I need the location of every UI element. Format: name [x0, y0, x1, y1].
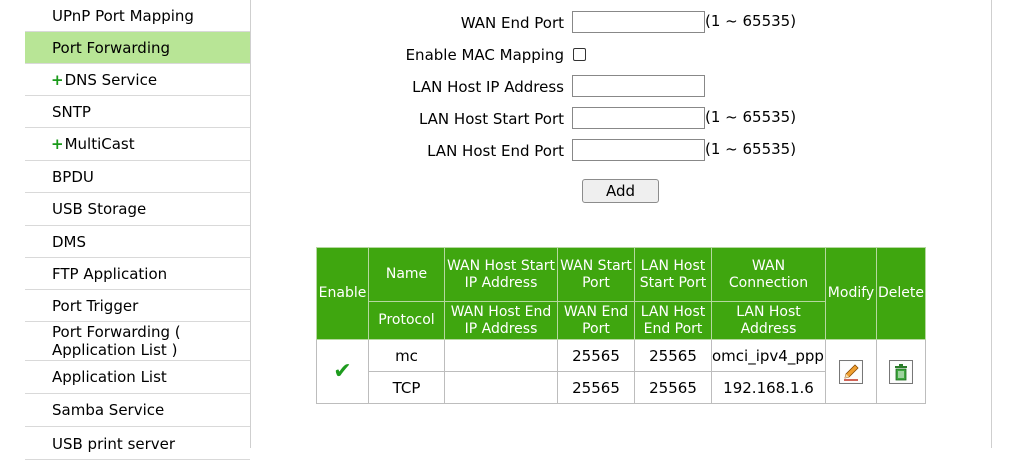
header-lan-host-end-port: LAN Host End Port [634, 301, 712, 340]
lan-host-start-port-input[interactable] [572, 107, 705, 129]
lan-host-ip-label: LAN Host IP Address [412, 78, 564, 96]
sidebar-item-samba-service[interactable]: Samba Service [25, 394, 250, 427]
sidebar-item-usb-print-server[interactable]: USB print server [25, 427, 250, 460]
sidebar-item-label-line2: Application List ) [52, 341, 178, 359]
table-header-row: Protocol WAN Host End IP Address WAN End… [317, 301, 926, 340]
modify-cell [825, 339, 877, 404]
table-header-row: Enable Name WAN Host Start IP Address WA… [316, 247, 926, 340]
sidebar-item-upnp-port-mapping[interactable]: UPnP Port Mapping [25, 0, 250, 32]
header-lan-host-address: LAN Host Address [711, 301, 826, 340]
sidebar: UPnP Port Mapping Port Forwarding + DNS … [25, 0, 251, 460]
delete-cell [876, 339, 926, 404]
sidebar-item-port-forwarding-app-list[interactable]: Port Forwarding ( Application List ) [25, 322, 250, 361]
sidebar-item-port-forwarding[interactable]: Port Forwarding [25, 32, 250, 64]
wan-end-port-cell: 25565 [557, 371, 635, 404]
sidebar-item-sntp[interactable]: SNTP [25, 96, 250, 128]
sidebar-item-ftp-application[interactable]: FTP Application [25, 258, 250, 290]
table-row: ✔ mc 25565 25565 omci_ipv4_ppp [316, 339, 926, 404]
header-wan-end-port: WAN End Port [557, 301, 635, 340]
wan-end-port-label: WAN End Port [460, 14, 564, 32]
enable-mac-mapping-label: Enable MAC Mapping [405, 46, 564, 64]
check-icon: ✔ [333, 359, 352, 384]
sidebar-item-label: USB print server [52, 435, 176, 453]
sidebar-item-application-list[interactable]: Application List [25, 361, 250, 394]
sidebar-item-port-trigger[interactable]: Port Trigger [25, 290, 250, 322]
lan-host-end-port-label: LAN Host End Port [427, 142, 564, 160]
sidebar-item-bpdu[interactable]: BPDU [25, 161, 250, 193]
lan-host-end-port-input[interactable] [572, 139, 705, 161]
enable-mac-mapping-checkbox[interactable] [573, 48, 586, 61]
enable-cell: ✔ [316, 339, 369, 404]
content-border [991, 0, 992, 448]
sidebar-item-dns-service[interactable]: + DNS Service [25, 64, 250, 96]
wan-end-port-hint: (1 ~ 65535) [705, 12, 797, 30]
header-name: Name [368, 247, 445, 302]
header-lan-host-start-port: LAN Host Start Port [634, 247, 712, 302]
wan-host-end-ip-cell [444, 371, 558, 404]
lan-host-address-cell: 192.168.1.6 [711, 371, 826, 404]
sidebar-item-label: DMS [52, 232, 87, 251]
lan-host-end-port-hint: (1 ~ 65535) [705, 140, 797, 158]
sidebar-item-label: DNS Service [64, 70, 158, 89]
header-wan-start-port: WAN Start Port [557, 247, 635, 302]
header-protocol: Protocol [368, 301, 445, 340]
header-wan-host-start-ip: WAN Host Start IP Address [444, 247, 558, 302]
sidebar-item-label: FTP Application [52, 264, 168, 283]
sidebar-item-label-line1: Port Forwarding ( [52, 323, 181, 341]
sidebar-item-label: Samba Service [52, 401, 165, 419]
sidebar-item-label: Application List [52, 368, 167, 386]
name-cell: mc [368, 339, 445, 372]
lan-host-ip-input[interactable] [572, 75, 705, 97]
sidebar-item-multicast[interactable]: + MultiCast [25, 128, 250, 161]
wan-end-port-input[interactable] [572, 11, 705, 33]
sidebar-item-dms[interactable]: DMS [25, 226, 250, 258]
header-wan-connection: WAN Connection [711, 247, 826, 302]
lan-host-start-port-label: LAN Host Start Port [418, 110, 564, 128]
header-enable: Enable [316, 247, 369, 340]
protocol-cell: TCP [368, 371, 445, 404]
expand-icon: + [51, 135, 64, 153]
sidebar-item-label: Port Forwarding [52, 38, 171, 57]
table-row: TCP 25565 25565 192.168.1.6 [317, 371, 926, 404]
sidebar-item-label: BPDU [52, 167, 94, 186]
wan-host-start-ip-cell [444, 339, 558, 372]
header-wan-host-end-ip: WAN Host End IP Address [444, 301, 558, 340]
pencil-icon[interactable] [839, 359, 863, 384]
port-forwarding-table: Enable Name WAN Host Start IP Address WA… [316, 247, 926, 404]
sidebar-item-label: Port Trigger [52, 296, 139, 315]
wan-connection-cell: omci_ipv4_ppp [711, 339, 826, 372]
trash-icon[interactable] [889, 359, 913, 384]
header-modify: Modify [825, 247, 877, 340]
header-delete: Delete [876, 247, 926, 340]
lan-host-start-port-cell: 25565 [634, 339, 712, 372]
sidebar-item-label: MultiCast [64, 135, 135, 153]
lan-host-start-port-hint: (1 ~ 65535) [705, 108, 797, 126]
sidebar-item-usb-storage[interactable]: USB Storage [25, 193, 250, 226]
sidebar-item-label: USB Storage [52, 200, 147, 218]
sidebar-item-label: SNTP [52, 102, 91, 121]
add-button[interactable]: Add [582, 179, 659, 203]
wan-start-port-cell: 25565 [557, 339, 635, 372]
expand-icon: + [51, 70, 64, 89]
lan-host-end-port-cell: 25565 [634, 371, 712, 404]
sidebar-item-label: UPnP Port Mapping [52, 6, 194, 25]
